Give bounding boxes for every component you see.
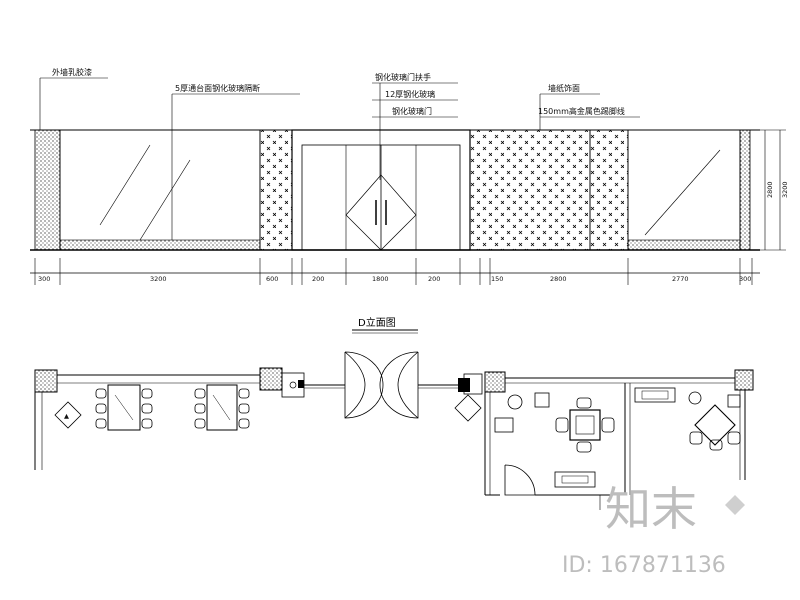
dim-8: 2800 <box>550 275 567 283</box>
dim-9: 2770 <box>672 275 689 283</box>
door-swing-left <box>344 351 384 419</box>
dim-3: 600 <box>266 275 278 283</box>
dim-7: 150 <box>491 275 503 283</box>
room-door-swing <box>504 464 536 496</box>
annotation-door-handle: 钢化玻璃门扶手 <box>375 72 431 82</box>
room-table <box>569 409 601 441</box>
annotation-exterior-paint: 外墙乳胶漆 <box>52 67 92 77</box>
wallpaper-panel-right <box>469 129 591 251</box>
height-dim-2: 3200 <box>781 181 789 198</box>
wallpaper-strip-1 <box>259 129 293 251</box>
dim-2: 3200 <box>150 275 167 283</box>
annotation-skirting: 150mm高金属色踢脚线 <box>538 106 625 116</box>
watermark-logo: 知末 <box>605 482 697 536</box>
elevation-drawing: 外墙乳胶漆 5厚通台面钢化玻璃隔断 钢化玻璃门扶手 12厚钢化玻璃 钢化玻璃门 … <box>30 67 789 334</box>
table-group-1 <box>95 384 153 431</box>
door-swing-right <box>379 351 419 419</box>
room-table-2 <box>694 404 736 446</box>
elevation-title: D立面图 <box>358 316 396 329</box>
annotation-tempered-glass: 12厚钢化玻璃 <box>385 89 435 99</box>
svg-text:▲: ▲ <box>64 412 69 420</box>
glass-partition-right <box>627 129 741 251</box>
glass-partition-left <box>59 129 261 251</box>
dim-10: 300 <box>739 275 751 283</box>
dim-5: 1800 <box>372 275 389 283</box>
wall-section-left <box>34 129 61 251</box>
dim-1: 300 <box>38 275 50 283</box>
watermark-logo-mark <box>725 495 745 515</box>
wall-section-right <box>739 129 751 251</box>
table-group-2 <box>194 384 250 431</box>
annotation-wallpaper: 墙纸饰面 <box>548 83 580 93</box>
dim-4: 200 <box>312 275 324 283</box>
height-dim-1: 2800 <box>766 181 774 198</box>
watermark: 知末 ID: 167871136 <box>562 482 745 578</box>
annotation-glass-door: 钢化玻璃门 <box>392 106 432 116</box>
watermark-id: ID: 167871136 <box>562 553 726 578</box>
dim-6: 200 <box>428 275 440 283</box>
floor-plan: ▲ <box>34 351 754 510</box>
annotation-glass-partition: 5厚通台面钢化玻璃隔断 <box>175 83 260 93</box>
glass-door-diamond <box>345 174 417 251</box>
dimension-ticks <box>34 258 753 285</box>
